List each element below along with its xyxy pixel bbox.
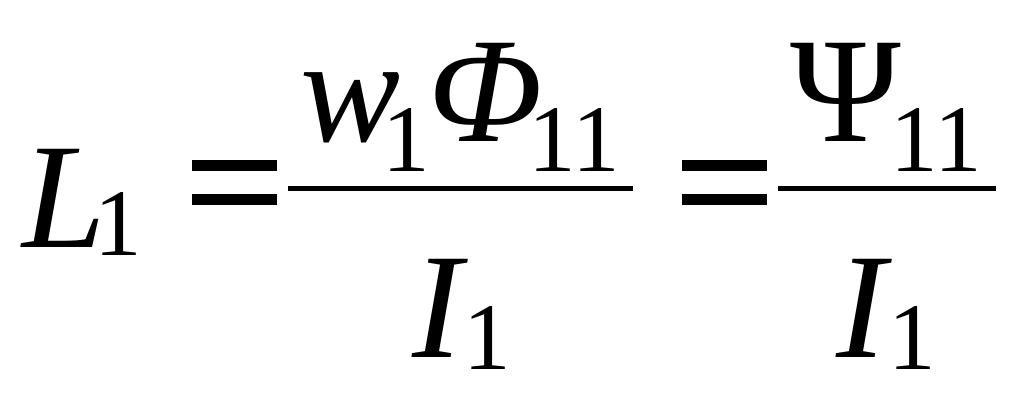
lhs-symbol: L: [22, 114, 106, 280]
frac1-num-w-subscript: 1: [382, 86, 430, 192]
frac2-num-psi: Ψ: [790, 8, 901, 174]
frac2-den-subscript: 1: [888, 284, 936, 390]
frac1-num-phi-subscript: 11: [528, 86, 620, 192]
frac1-den-subscript: 1: [463, 284, 511, 390]
frac1-num-w: w: [300, 8, 401, 174]
frac2-num-psi-subscript: 11: [890, 86, 982, 192]
fraction-bar-1: [288, 186, 633, 191]
frac1-den-symbol: I: [412, 224, 462, 390]
lhs-subscript: 1: [94, 170, 142, 276]
frac2-den-symbol: I: [836, 224, 886, 390]
fraction-bar-2: [778, 186, 996, 191]
frac1-num-phi: Φ: [428, 8, 543, 174]
